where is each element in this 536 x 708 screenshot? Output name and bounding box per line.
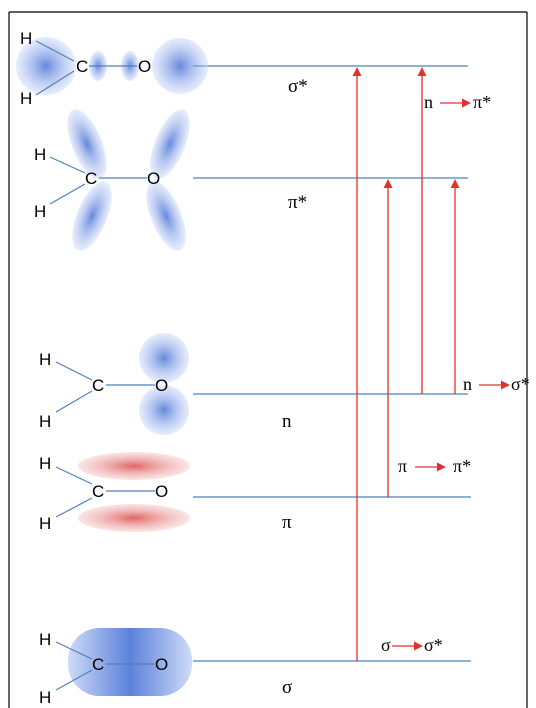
atom-h-label: H bbox=[39, 630, 51, 649]
transition-to-label: π* bbox=[453, 456, 471, 476]
orbital-pi-star: H H C O bbox=[34, 109, 190, 251]
bond-line bbox=[55, 497, 93, 518]
level-label-n: n bbox=[282, 411, 292, 432]
bond-line bbox=[55, 390, 93, 413]
orbital-lobe bbox=[78, 452, 190, 480]
bond-line bbox=[35, 40, 75, 62]
atom-h-label: H bbox=[34, 202, 46, 221]
transition-label-sigma-sigma-star: σ σ* bbox=[381, 635, 443, 655]
orbital-sigma: H H C O bbox=[39, 628, 192, 707]
bond-line bbox=[55, 641, 93, 660]
atom-c-label: C bbox=[76, 57, 88, 76]
orbital-lobe bbox=[16, 37, 76, 95]
transition-to-label: σ* bbox=[511, 374, 530, 394]
orbital-lobe bbox=[152, 38, 208, 94]
atom-o-label: O bbox=[138, 57, 151, 76]
orbital-lobe bbox=[139, 385, 189, 435]
bond-line bbox=[49, 156, 86, 174]
transition-to-label: σ* bbox=[424, 635, 443, 655]
level-label-pi: π bbox=[282, 512, 292, 533]
orbital-pi: H H C O bbox=[39, 452, 190, 533]
transition-from-label: σ bbox=[381, 635, 391, 655]
transition-to-label: π* bbox=[473, 92, 491, 112]
transition-label-pi-pi-star: π π* bbox=[398, 456, 471, 476]
orbital-lobe bbox=[139, 333, 189, 383]
atom-h-label: H bbox=[39, 454, 51, 473]
orbital-lobe bbox=[68, 628, 192, 696]
orbital-n: H H C O bbox=[39, 333, 189, 435]
orbital-sigma-star: H H C O bbox=[16, 29, 208, 108]
atom-h-label: H bbox=[34, 145, 46, 164]
atom-c-label: C bbox=[85, 169, 97, 188]
orbital-lobe bbox=[67, 109, 107, 179]
orbital-lobe bbox=[146, 181, 186, 251]
level-label-sigma: σ bbox=[282, 677, 292, 698]
bond-line bbox=[55, 361, 93, 381]
orbital-lobe bbox=[78, 504, 190, 532]
level-label-pi-star: π* bbox=[288, 192, 307, 213]
transition-from-label: n bbox=[424, 92, 433, 112]
atom-c-label: C bbox=[92, 655, 104, 674]
atom-c-label: C bbox=[92, 482, 104, 501]
orbital-lobe bbox=[72, 181, 112, 251]
atom-o-label: O bbox=[155, 376, 168, 395]
atom-h-label: H bbox=[39, 412, 51, 431]
transition-label-n-pi-star: n π* bbox=[424, 92, 491, 112]
bond-line bbox=[55, 466, 93, 485]
transition-from-label: π bbox=[398, 456, 407, 476]
atom-h-label: H bbox=[20, 89, 32, 108]
atom-o-label: O bbox=[155, 482, 168, 501]
bond-line bbox=[49, 183, 86, 205]
atom-h-label: H bbox=[39, 514, 51, 533]
atom-o-label: O bbox=[147, 169, 160, 188]
atom-h-label: H bbox=[39, 350, 51, 369]
atom-h-label: H bbox=[20, 29, 32, 48]
bond-line bbox=[35, 70, 75, 96]
bond-line bbox=[55, 669, 93, 691]
orbital-lobe bbox=[150, 109, 190, 179]
transition-label-n-sigma-star: n σ* bbox=[463, 374, 530, 394]
atom-h-label: H bbox=[39, 688, 51, 707]
level-label-sigma-star: σ* bbox=[288, 76, 308, 97]
atom-o-label: O bbox=[155, 655, 168, 674]
atom-c-label: C bbox=[92, 376, 104, 395]
transition-from-label: n bbox=[463, 374, 472, 394]
